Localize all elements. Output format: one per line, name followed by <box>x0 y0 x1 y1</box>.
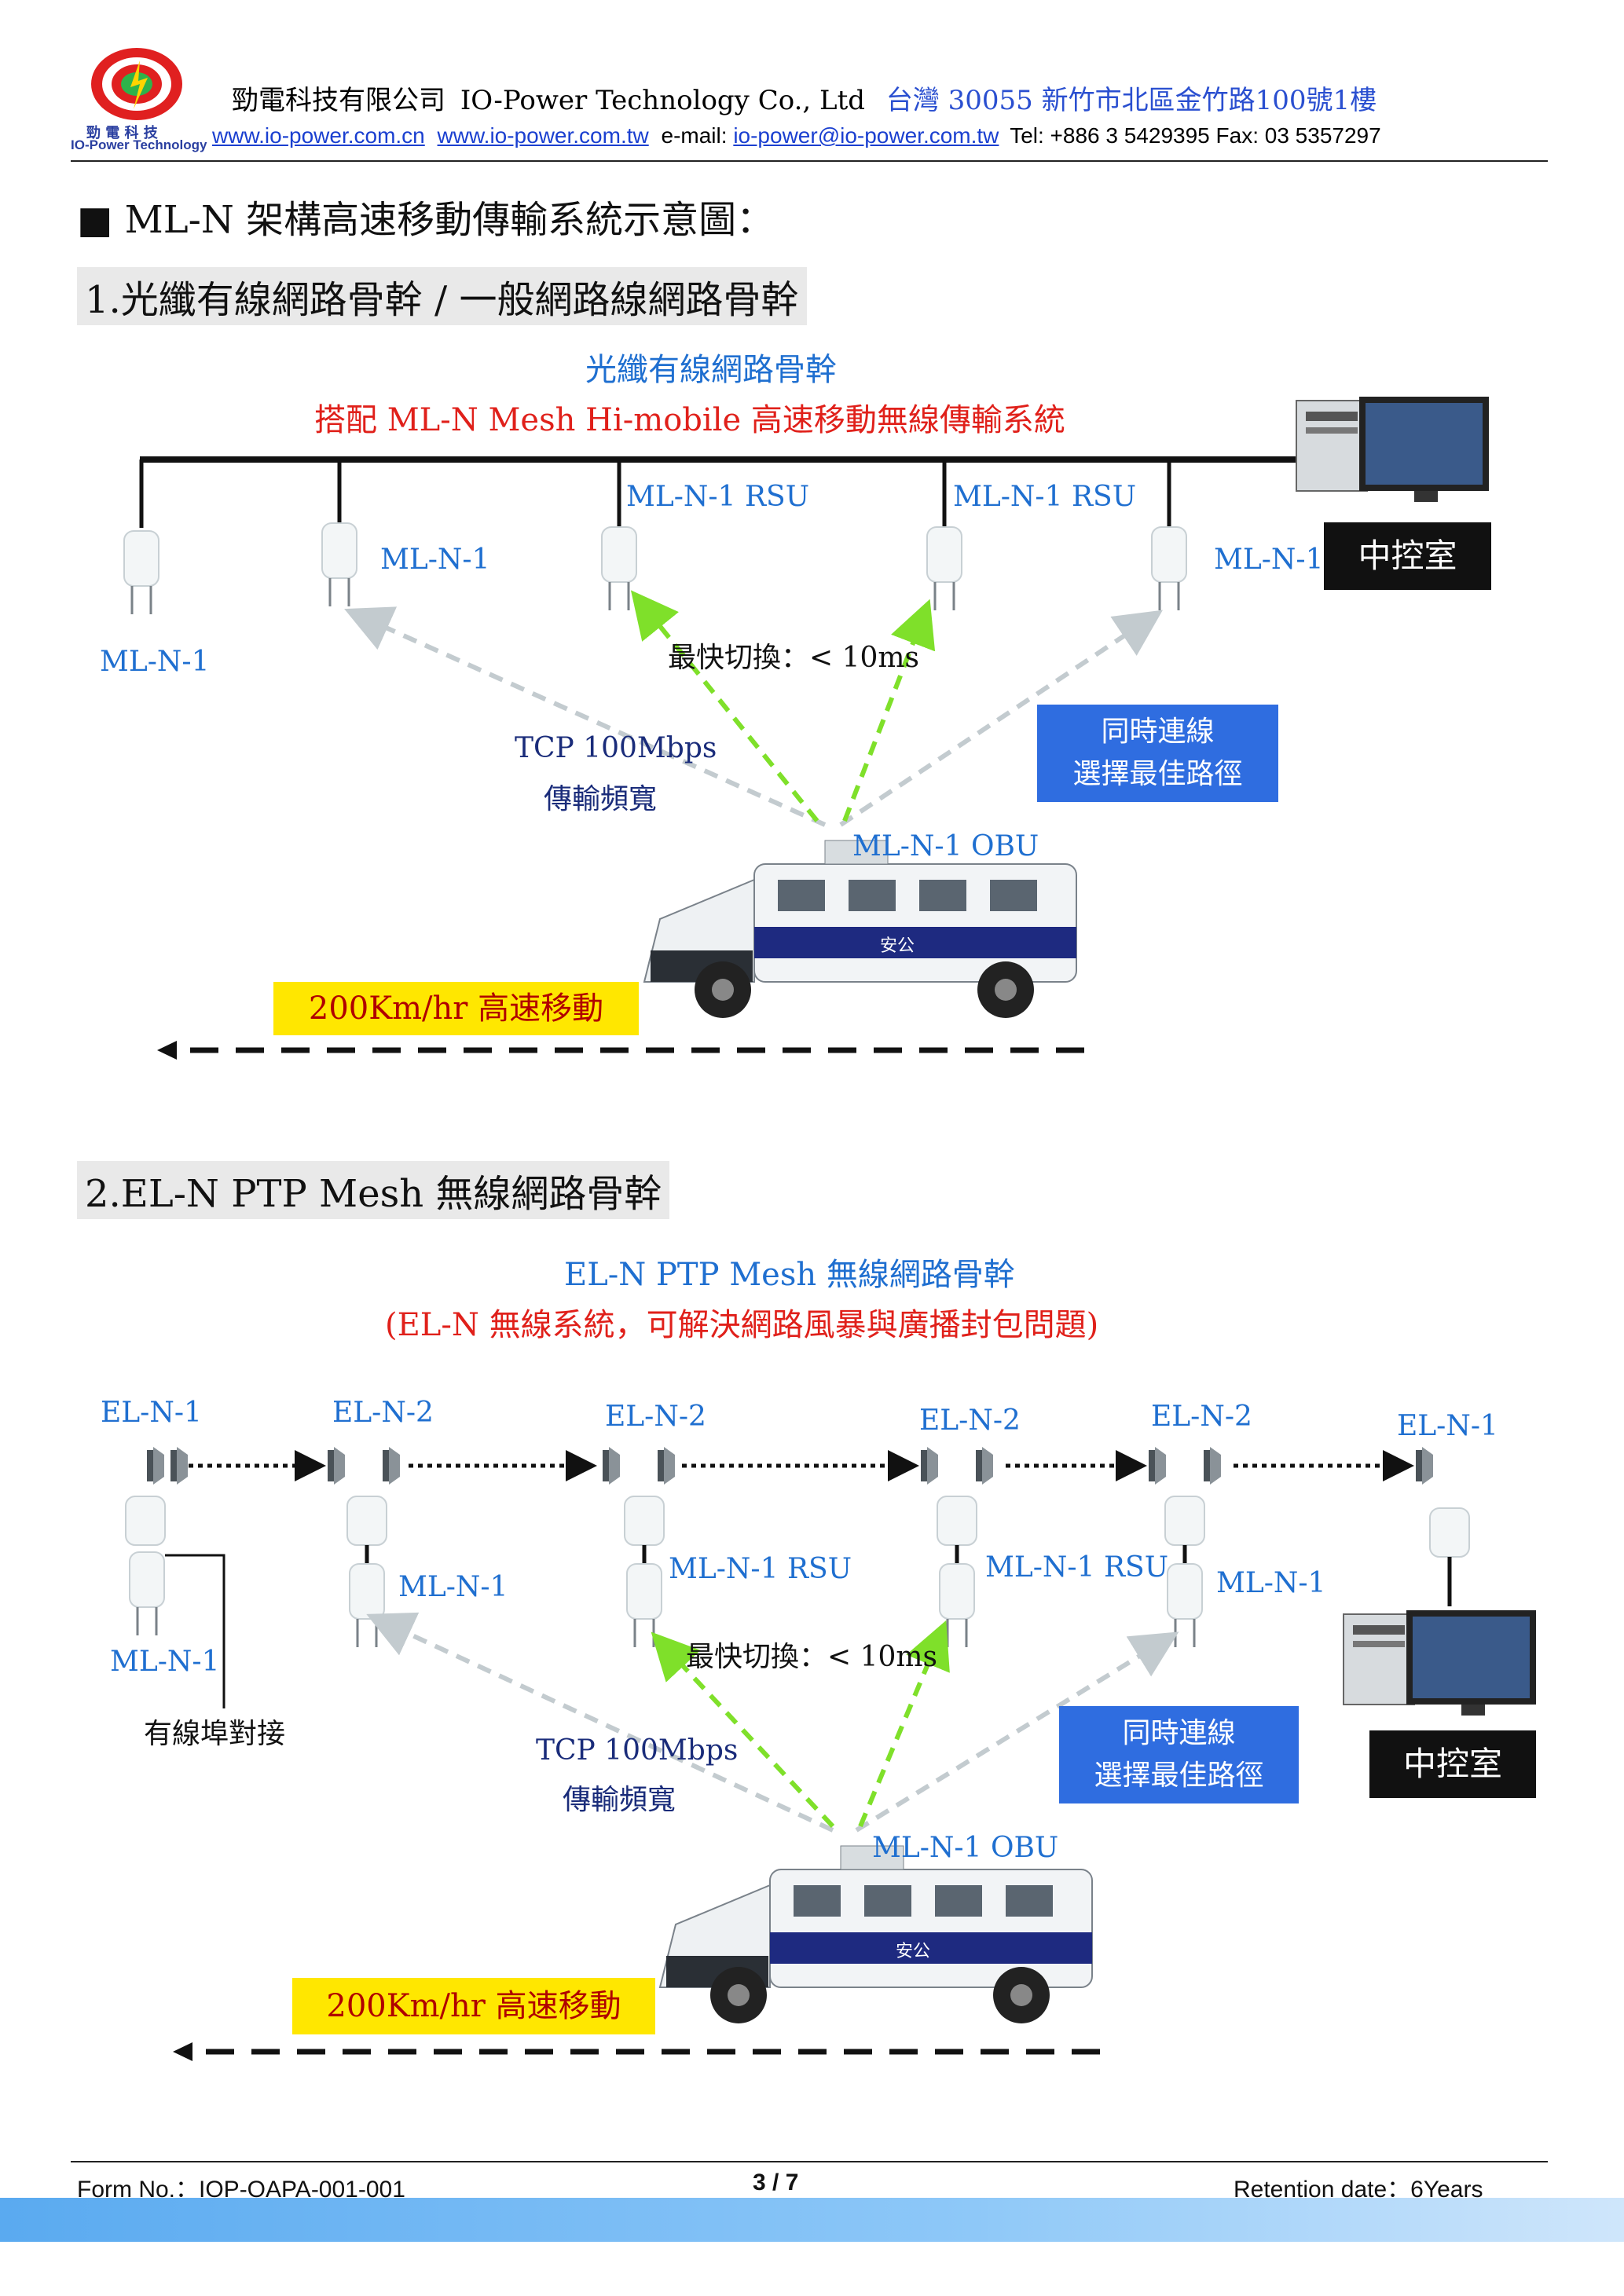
s1-node-label: ML-N-1 <box>1214 544 1324 576</box>
website-cn-link[interactable]: www.io-power.com.cn <box>212 123 425 148</box>
logo-text-cn: 勁 電 科 技 <box>86 125 158 141</box>
s1-tcp-label: TCP 100Mbps <box>515 732 717 764</box>
s2-tcp-label: TCP 100Mbps <box>536 1734 739 1767</box>
email-link[interactable]: io-power@io-power.com.tw <box>733 123 999 148</box>
email-label: e-mail: <box>661 123 728 148</box>
logo-text-en: IO-Power Technology <box>71 137 207 152</box>
section2-diagram-subtitle: (EL-N 無線系統，可解決網路風暴與廣播封包問題) <box>385 1307 1099 1343</box>
s1-node-label: ML-N-1 <box>380 544 490 576</box>
s2-el-label: EL-N-2 <box>332 1397 434 1429</box>
section2-title: 2.EL-N PTP Mesh 無線網路骨幹 <box>77 1161 670 1219</box>
s2-node-label: ML-N-1 <box>398 1571 508 1603</box>
s2-speed-label: 200Km/hr 高速移動 <box>292 1978 655 2034</box>
s2-obu-label: ML-N-1 OBU <box>872 1832 1059 1864</box>
s2-node-label: ML-N-1 <box>110 1646 220 1678</box>
company-logo: 勁 電 科 技 IO-Power Technology <box>71 43 207 153</box>
s2-handover-label: 最快切換：< 10ms <box>686 1641 938 1673</box>
footer-page-number: 3 / 7 <box>753 2170 799 2195</box>
s2-rsu-label: ML-N-1 RSU <box>669 1553 852 1585</box>
page-title: ■ ML-N 架構高速移動傳輸系統示意圖： <box>77 198 775 242</box>
s2-box-line1: 同時連線 <box>1122 1717 1236 1749</box>
s2-el-label: EL-N-2 <box>1151 1401 1252 1433</box>
s1-rsu-label: ML-N-1 RSU <box>626 481 810 513</box>
s2-el-label: EL-N-1 <box>1397 1410 1498 1442</box>
ap-device-icon <box>926 525 963 612</box>
header-company-line: 勁電科技有限公司 IO-Power Technology Co., Ltd 台灣… <box>232 79 1377 117</box>
s1-bandwidth-label: 傳輸頻寬 <box>544 783 658 815</box>
s2-best-path-box: 同時連線 選擇最佳路徑 <box>1059 1706 1299 1803</box>
phone-fax: Tel: +886 3 5429395 Fax: 03 5357297 <box>1010 123 1381 148</box>
company-address: 台灣 30055 新竹市北區金竹路100號1樓 <box>885 85 1377 116</box>
ap-device-icon <box>1150 525 1188 612</box>
section1-diagram-subtitle: 搭配 ML-N Mesh Hi-mobile 高速移動無線傳輸系統 <box>314 402 1065 438</box>
s1-rsu-label: ML-N-1 RSU <box>953 481 1137 513</box>
s2-bandwidth-label: 傳輸頻寬 <box>563 1784 676 1816</box>
s2-wired-port-label: 有線埠對接 <box>144 1718 286 1750</box>
section1-title: 1.光纖有線網路骨幹 / 一般網路線網路骨幹 <box>77 267 807 325</box>
section1-diagram-title: 光纖有線網路骨幹 <box>585 352 837 388</box>
company-name-en: IO-Power Technology Co., Ltd <box>460 85 866 116</box>
ap-device-icon <box>321 522 358 608</box>
ap-device-icon <box>123 529 160 616</box>
s1-van-text: 安公 <box>880 936 915 956</box>
footer-retention: Retention date：6Years <box>1234 2177 1483 2203</box>
company-name-cn: 勁電科技有限公司 <box>232 85 445 116</box>
footer-form-no: Form No.：IOP-OAPA-001-001 <box>77 2177 405 2203</box>
s2-node-label: ML-N-1 <box>1216 1567 1326 1599</box>
s2-el-label: EL-N-2 <box>919 1404 1021 1437</box>
s2-van-text: 安公 <box>896 1942 931 1961</box>
s1-handover-label: 最快切換：< 10ms <box>668 642 920 674</box>
s1-box-line1: 同時連線 <box>1101 716 1215 748</box>
s1-speed-label: 200Km/hr 高速移動 <box>273 982 639 1035</box>
s1-node-label: ML-N-1 <box>100 646 210 678</box>
s2-el-label: EL-N-1 <box>101 1397 202 1429</box>
s2-control-room-label: 中控室 <box>1369 1730 1536 1798</box>
s2-el-label: EL-N-2 <box>605 1401 706 1433</box>
s2-rsu-label: ML-N-1 RSU <box>985 1551 1169 1584</box>
s1-obu-label: ML-N-1 OBU <box>852 830 1039 862</box>
computer-icon <box>1296 396 1490 503</box>
header-contact-line: www.io-power.com.cn www.io-power.com.tw … <box>212 123 1381 148</box>
section2-diagram-title: EL-N PTP Mesh 無線網路骨幹 <box>564 1257 1015 1293</box>
s1-best-path-box: 同時連線 選擇最佳路徑 <box>1037 705 1278 802</box>
s1-control-room-label: 中控室 <box>1324 522 1491 590</box>
s1-box-line2: 選擇最佳路徑 <box>1072 758 1243 790</box>
ap-device-icon <box>600 525 638 612</box>
van-illustration <box>643 840 1077 1019</box>
website-tw-link[interactable]: www.io-power.com.tw <box>437 123 649 148</box>
s2-box-line2: 選擇最佳路徑 <box>1094 1760 1264 1792</box>
